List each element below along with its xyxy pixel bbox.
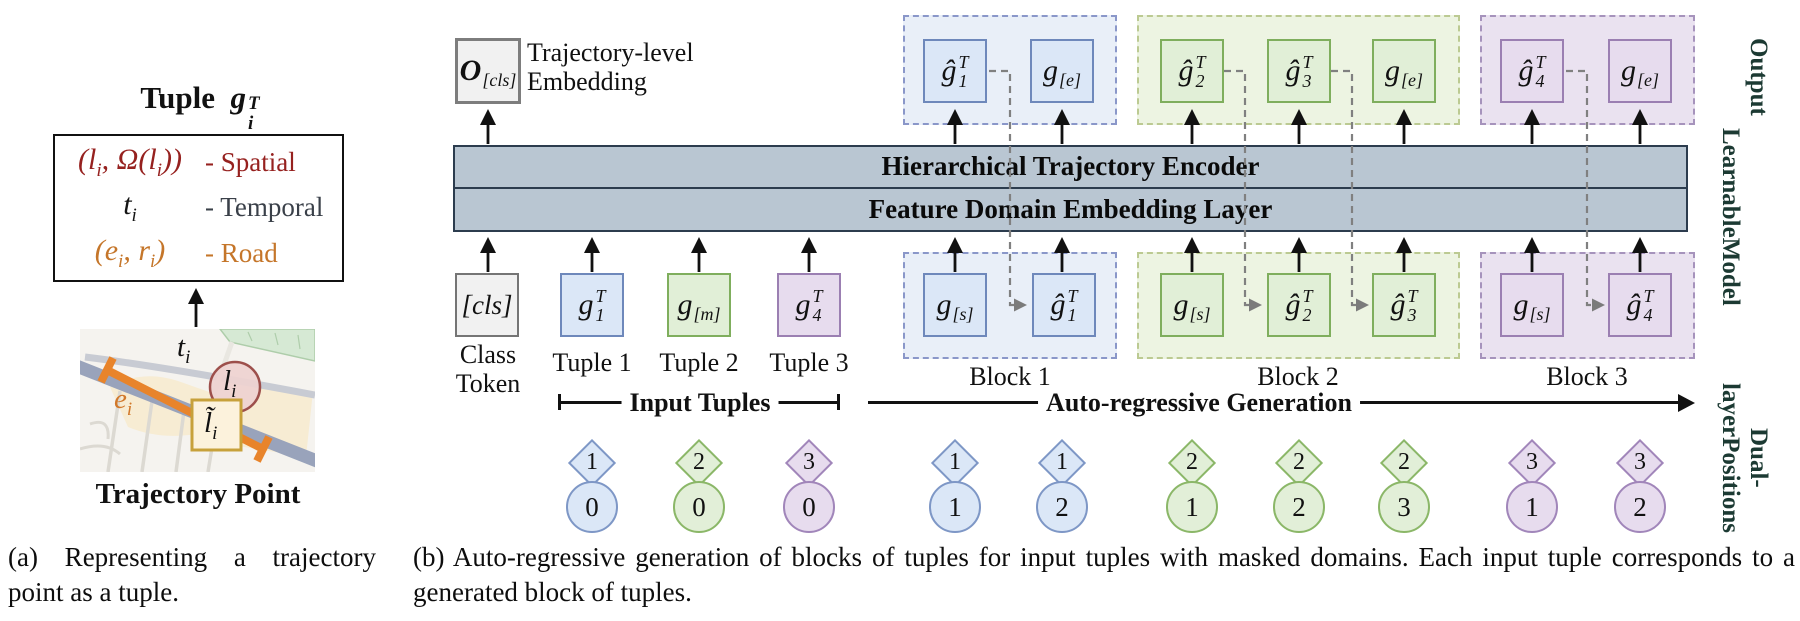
map-matched-point-square	[190, 398, 243, 452]
side-label-dual-layer-positions: Dual-layerPositions	[1717, 383, 1772, 533]
tuple-row-temporal: ti - Temporal	[123, 188, 324, 227]
diamond-number: 2	[1186, 449, 1198, 475]
input-token-gm: g[m]	[667, 273, 731, 337]
block3-token-gs: g[s]	[1500, 273, 1564, 337]
trajectory-embedding-label: Trajectory-level Embedding	[527, 38, 694, 97]
block1-token-gs: g[s]	[923, 273, 987, 337]
block3-label: Block 3	[1546, 362, 1628, 391]
block2-label: Block 2	[1257, 362, 1339, 391]
position-circle: 0	[673, 481, 725, 533]
class-token-label: Class Token	[455, 340, 521, 399]
tuple-title-word: Tuple	[140, 80, 216, 115]
position-circle: 0	[566, 481, 618, 533]
block1-label: Block 1	[969, 362, 1051, 391]
map-label-temporal: ti	[177, 331, 191, 368]
tuple-row-road: (ei, ri) - Road	[94, 233, 278, 272]
diamond-number: 1	[1056, 449, 1068, 475]
diamond-number: 2	[1293, 449, 1305, 475]
output-token-ge-2: g[e]	[1372, 39, 1436, 103]
side-label-output: Output	[1745, 38, 1772, 116]
output-token-ge-3: g[e]	[1608, 39, 1672, 103]
side-label-learnable-model: LearnableModel	[1717, 128, 1744, 306]
block2-token-gs: g[s]	[1160, 273, 1224, 337]
position-circle: 1	[929, 481, 981, 533]
caption-b: (b) Auto-regressive generation of blocks…	[413, 542, 1795, 608]
autoregressive-label: Auto-regressive Generation	[1038, 388, 1360, 418]
position-circle: 0	[783, 481, 835, 533]
map-illustration: ti ei li l̃i	[71, 328, 325, 473]
class-token: [cls]	[455, 273, 519, 337]
position-circle: 2	[1273, 481, 1325, 533]
map-label-location: li	[223, 365, 237, 402]
encoder-stack: Hierarchical Trajectory Encoder Feature …	[453, 145, 1688, 232]
diamond-number: 2	[693, 449, 705, 475]
position-circle: 1	[1166, 481, 1218, 533]
position-circle: 3	[1378, 481, 1430, 533]
map-label-edge: ei	[114, 383, 133, 420]
caption-a: (a) Representing a trajectory point as a…	[8, 542, 376, 608]
tuple-row-spatial: (li, Ω(li)) - Spatial	[78, 143, 296, 182]
input-tuples-label: Input Tuples	[621, 388, 779, 418]
map-background	[71, 328, 325, 473]
tuple1-label: Tuple 1	[552, 348, 632, 377]
position-circle: 1	[1506, 481, 1558, 533]
feature-domain-embedding-layer: Feature Domain Embedding Layer	[868, 193, 1273, 224]
diamond-number: 3	[1634, 449, 1646, 475]
diamond-number: 3	[1526, 449, 1538, 475]
map-title: Trajectory Point	[95, 478, 301, 510]
hierarchical-trajectory-encoder: Hierarchical Trajectory Encoder	[455, 147, 1686, 189]
tuple-definition-box: (li, Ω(li)) - Spatial ti - Temporal (ei,…	[53, 134, 344, 282]
position-circle: 2	[1614, 481, 1666, 533]
output-token-ge-1: g[e]	[1030, 39, 1094, 103]
diamond-number: 3	[803, 449, 815, 475]
diamond-number: 1	[586, 449, 598, 475]
trajectory-embedding-token: O[cls]	[455, 38, 521, 104]
position-circle: 2	[1036, 481, 1088, 533]
diamond-number: 1	[949, 449, 961, 475]
tuple2-label: Tuple 2	[659, 348, 739, 377]
tuple3-label: Tuple 3	[769, 348, 849, 377]
diamond-number: 2	[1398, 449, 1410, 475]
map-label-matched-location: l̃i	[204, 407, 218, 444]
